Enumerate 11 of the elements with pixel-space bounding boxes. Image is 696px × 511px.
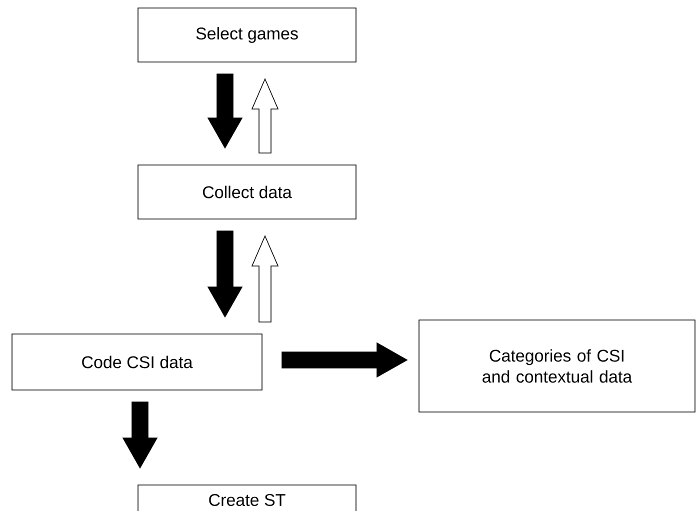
block-arrow: [251, 234, 279, 322]
block-arrow: [207, 74, 243, 149]
block-arrow: [207, 230, 243, 318]
block-arrow: [251, 78, 279, 154]
process-box: Create ST: [138, 484, 356, 511]
block-arrow: [122, 402, 158, 469]
process-box: Categories of CSI and contextual data: [418, 320, 696, 412]
process-box: Collect data: [138, 164, 356, 220]
process-box: Code CSI data: [12, 334, 262, 390]
process-box: Select games: [138, 8, 356, 62]
block-arrow: [282, 342, 408, 378]
